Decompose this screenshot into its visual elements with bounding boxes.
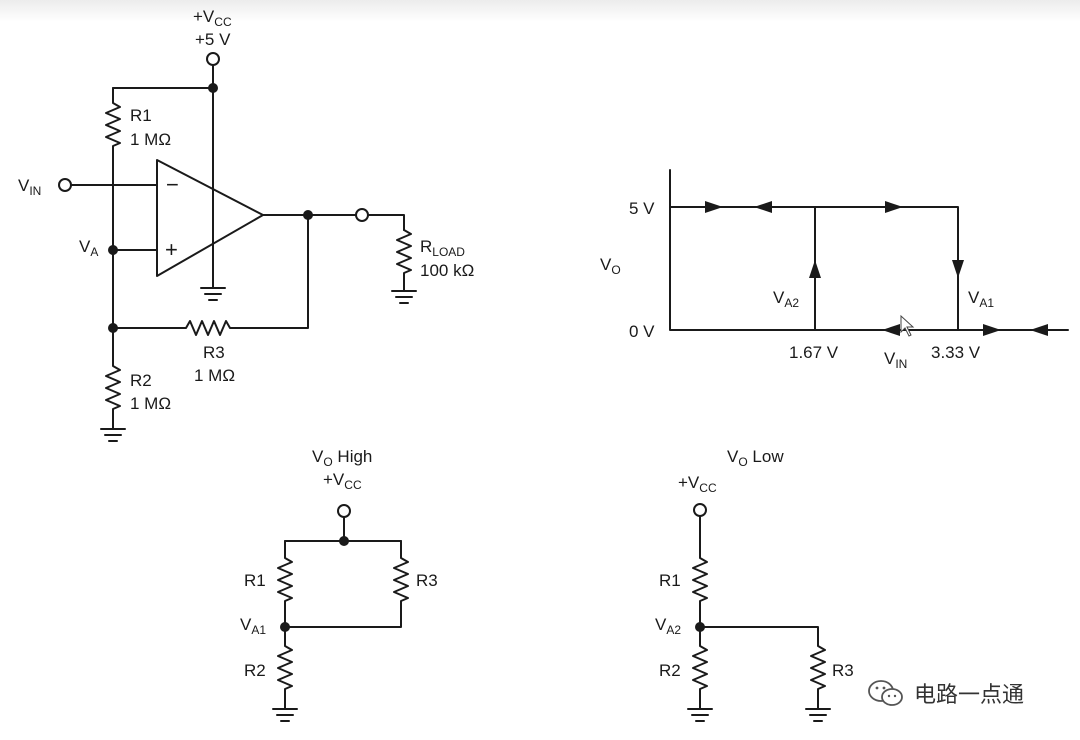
minus-sign: − — [166, 172, 179, 197]
r3-resistor — [112, 320, 236, 336]
r2-name: R2 — [130, 371, 152, 390]
y-low-label: 0 V — [629, 322, 655, 341]
vcc-terminal — [206, 52, 220, 66]
arrow-left-bottom — [882, 324, 900, 336]
arrow-left-bottom-far — [1030, 324, 1048, 336]
va-label: VA — [79, 237, 98, 259]
top-shadow — [0, 0, 1080, 22]
vo-high-r1 — [277, 540, 293, 628]
vo-high-vcc-terminal — [337, 504, 351, 518]
output-terminal — [355, 208, 369, 222]
y-high-label: 5 V — [629, 199, 655, 218]
rload-resistor — [396, 229, 412, 291]
vo-high-r3-label: R3 — [416, 571, 438, 590]
arrow-left-top — [754, 201, 772, 213]
vo-low-r2-ground — [687, 708, 713, 722]
vo-high-ground-symbol — [272, 708, 298, 722]
vo-low-r1-label: R1 — [659, 571, 681, 590]
rload-value: 100 kΩ — [420, 261, 474, 280]
rload-ground-symbol — [391, 290, 417, 304]
vo-low-title: VO Low — [727, 447, 784, 469]
vo-high-r1-label: R1 — [244, 571, 266, 590]
vcc-node — [208, 83, 218, 93]
vo-axis-label: VO — [600, 255, 621, 277]
arrow-up-va2 — [809, 260, 821, 278]
vo-low-va2-label: VA2 — [655, 615, 681, 637]
watermark-text: 电路一点通 — [914, 683, 1025, 708]
vo-low-r2 — [692, 626, 708, 709]
vin-label: VIN — [18, 176, 41, 198]
vo-low-r3-ground — [805, 708, 831, 722]
vo-low-r2-label: R2 — [659, 661, 681, 680]
vo-low-vcc-label: +VCC — [678, 473, 717, 495]
r2-resistor — [105, 327, 121, 429]
vin-axis-label: VIN — [884, 349, 907, 371]
rload-label: RLOAD — [420, 237, 465, 259]
vo-high-r2 — [277, 626, 293, 709]
vo-high-r2-label: R2 — [244, 661, 266, 680]
vo-high-title: VO High — [312, 447, 372, 469]
vo-high-top-node — [339, 536, 349, 546]
vo-high-va1-label: VA1 — [240, 615, 266, 637]
vo-high-r3 — [284, 540, 409, 628]
vcc-label: +VCC — [193, 7, 232, 29]
r1-value: 1 MΩ — [130, 130, 171, 149]
opamp-ground-symbol — [200, 287, 226, 301]
arrow-right-top-1 — [705, 201, 723, 213]
vo-high-equivalent: VO High +VCC R1 R3 VA1 R2 — [240, 447, 438, 722]
r1-resistor — [105, 87, 121, 251]
r2-value: 1 MΩ — [130, 394, 171, 413]
va1-label: VA1 — [968, 288, 994, 310]
arrow-right-top-2 — [885, 201, 903, 213]
vo-low-vcc-terminal — [693, 503, 707, 517]
vo-low-r3 — [699, 626, 826, 709]
r1-name: R1 — [130, 106, 152, 125]
rload-top-wire — [367, 214, 405, 231]
vo-low-r1 — [692, 515, 708, 628]
feedback-wire — [234, 214, 309, 329]
graph-axes — [669, 169, 1069, 331]
x-low-label: 1.67 V — [789, 343, 839, 362]
r2-ground-symbol — [100, 428, 126, 442]
hysteresis-graph: 5 V 0 V VO VA2 VA1 1.67 V VIN 3.33 V — [600, 169, 1069, 371]
wechat-icon — [868, 680, 903, 706]
va2-label: VA2 — [773, 288, 799, 310]
r3-value: 1 MΩ — [194, 366, 235, 385]
cursor-icon — [900, 314, 915, 337]
r3-name: R3 — [203, 343, 225, 362]
x-high-label: 3.33 V — [931, 343, 981, 362]
vcc-value: +5 V — [195, 30, 231, 49]
arrow-right-bottom — [983, 324, 1001, 336]
arrow-down-va1 — [952, 260, 964, 278]
watermark: 电路一点通 — [866, 676, 1024, 710]
opamp-triangle — [156, 159, 264, 277]
vo-high-vcc-label: +VCC — [323, 470, 362, 492]
vo-low-equivalent: VO Low +VCC R1 VA2 R2 R3 — [655, 447, 854, 722]
vo-low-r3-label: R3 — [832, 661, 854, 680]
comparator-schematic: − + +VCC +5 V R1 1 MΩ VIN VA R3 1 MΩ R — [18, 7, 474, 442]
vin-terminal — [58, 178, 72, 192]
plus-sign: + — [165, 237, 178, 262]
